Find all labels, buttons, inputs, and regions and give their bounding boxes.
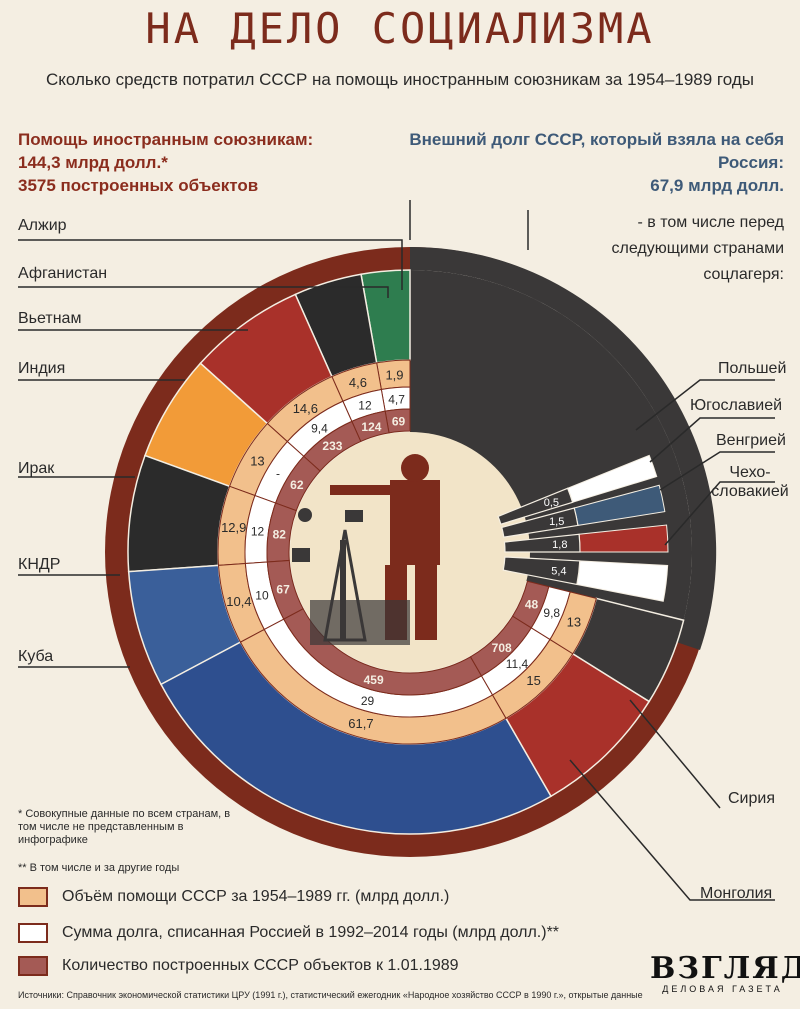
debt-country-band xyxy=(502,556,581,586)
objects-value-label: 124 xyxy=(361,420,381,434)
objects-ring-segment xyxy=(303,420,362,472)
legend-swatch-objects xyxy=(18,956,48,976)
vzglyad-logo: ВЗГЛЯД ДЕЛОВАЯ ГАЗЕТА xyxy=(650,951,800,995)
leader-lines xyxy=(18,200,775,901)
debt-heading: Внешний долг СССР, который взяла на себя… xyxy=(409,130,784,172)
footnote-1: * Совокупные данные по всем странам, в т… xyxy=(18,808,231,846)
footnote-2: ** В том числе и за другие годы xyxy=(18,862,180,874)
page-subtitle: Сколько средств потратил СССР на помощь … xyxy=(46,70,754,89)
legend-label-debt: Сумма долга, списанная Россией в 1992–20… xyxy=(62,924,560,941)
aid-value-label: 13 xyxy=(567,615,581,630)
debt-value-label: 10 xyxy=(255,588,269,602)
debt-country-value: 1,8 xyxy=(552,539,567,551)
objects-ring-segment xyxy=(266,502,297,563)
debt-country-band xyxy=(501,507,579,538)
debt-bars: 0,5 1,5 1,8 5,4 xyxy=(497,454,669,602)
legend-swatch-debt xyxy=(18,923,48,943)
debt-value-label: 29 xyxy=(361,694,375,708)
label-afghanistan: Афганистан xyxy=(18,265,108,282)
objects-value-label: 48 xyxy=(525,598,539,612)
leader-line xyxy=(569,759,775,901)
objects-value-label: 459 xyxy=(364,673,384,687)
debt-country-value: 0,5 xyxy=(544,497,559,509)
objects-ring-segment xyxy=(266,559,304,620)
aid-value-label: 15 xyxy=(526,673,540,688)
objects-value-label: 233 xyxy=(322,439,342,453)
aid-summary: Помощь иностранным союзникам: 144,3 млрд… xyxy=(18,128,313,197)
aid-value-label: 13 xyxy=(250,453,264,468)
debt-value-label: 11,4 xyxy=(506,657,529,671)
aid-heading: Помощь иностранным союзникам: xyxy=(18,130,314,149)
legend-label-objects: Количество построенных СССР объектов к 1… xyxy=(62,957,459,974)
debt-subheading: - в том числе перед следующими странами … xyxy=(611,214,785,283)
debt-value-label: - xyxy=(276,467,280,481)
label-algeria: Алжир xyxy=(18,217,67,234)
leader-line xyxy=(18,286,389,298)
aid-value-label: 10,4 xyxy=(226,594,251,609)
label-india: Индия xyxy=(18,360,66,377)
debt-amount: 67,9 млрд долл. xyxy=(650,176,784,195)
legend-item-objects: Количество построенных СССР объектов к 1… xyxy=(18,955,459,977)
objects-ring-segment xyxy=(511,580,550,629)
label-hungary: Венгрией xyxy=(716,432,786,449)
sources-text: Источники: Справочник экономической стат… xyxy=(18,990,643,1000)
aid-objects: 3575 построенных объектов xyxy=(18,176,259,195)
objects-value-label: 62 xyxy=(290,478,304,492)
aid-value-label: 12,9 xyxy=(221,520,246,535)
legend-swatch-aid xyxy=(18,887,48,907)
debt-country-value: 1,5 xyxy=(549,516,564,528)
aid-amount: 144,3 млрд долл.* xyxy=(18,153,168,172)
aid-value-label: 4,6 xyxy=(349,375,367,390)
label-mongolia: Монголия xyxy=(700,885,773,902)
debt-value-label: 12 xyxy=(358,399,372,413)
leader-line xyxy=(659,451,775,491)
page-title: НА ДЕЛО СОЦИАЛИЗМА xyxy=(145,4,655,53)
label-poland: Польшей xyxy=(718,360,787,377)
objects-value-label: 67 xyxy=(276,582,290,596)
debt-country-band xyxy=(503,533,581,553)
leader-line xyxy=(635,379,775,431)
label-syria: Сирия xyxy=(728,790,775,807)
leader-line xyxy=(664,481,775,546)
legend-item-aid: Объём помощи СССР за 1954–1989 гг. (млрд… xyxy=(18,886,449,908)
aid-value-label: 61,7 xyxy=(348,716,373,731)
debt-value-label: 9,8 xyxy=(543,606,560,620)
debt-summary: Внешний долг СССР, который взяла на себя… xyxy=(404,128,784,197)
logo-title: ВЗГЛЯД xyxy=(650,951,800,986)
debt-country-band xyxy=(497,487,574,525)
label-czechoslovakia: Чехо-словакией xyxy=(711,464,789,500)
leader-line xyxy=(18,239,403,290)
debt-value-label: 9,4 xyxy=(311,421,328,435)
label-cuba: Куба xyxy=(18,648,54,665)
objects-value-label: 82 xyxy=(273,528,287,542)
label-vietnam: Вьетнам xyxy=(18,310,82,327)
objects-ring-segment xyxy=(469,615,532,677)
objects-ring-segment xyxy=(283,608,483,696)
objects-value-label: 69 xyxy=(392,415,406,429)
legend-item-debt: Сумма долга, списанная Россией в 1992–20… xyxy=(18,922,559,944)
logo-tagline: ДЕЛОВАЯ ГАЗЕТА xyxy=(662,984,783,994)
aid-value-label: 1,9 xyxy=(385,368,403,383)
label-yugoslavia: Югославией xyxy=(690,397,783,414)
label-iraq: Ирак xyxy=(18,460,55,477)
leader-line xyxy=(629,699,721,809)
objects-ring-segment xyxy=(274,455,321,512)
objects-ring-segment xyxy=(384,408,411,434)
leader-line xyxy=(649,417,775,463)
debt-value-label: 12 xyxy=(251,525,265,539)
objects-value-label: 708 xyxy=(492,641,512,655)
legend-label-aid: Объём помощи СССР за 1954–1989 гг. (млрд… xyxy=(62,888,450,905)
debt-value-label: 4,7 xyxy=(388,393,405,407)
aid-value-label: 14,6 xyxy=(293,401,318,416)
debt-country-value: 5,4 xyxy=(551,565,566,577)
label-north-korea: КНДР xyxy=(18,556,61,573)
objects-ring-segment xyxy=(351,410,390,443)
worker-illustration xyxy=(292,454,440,645)
